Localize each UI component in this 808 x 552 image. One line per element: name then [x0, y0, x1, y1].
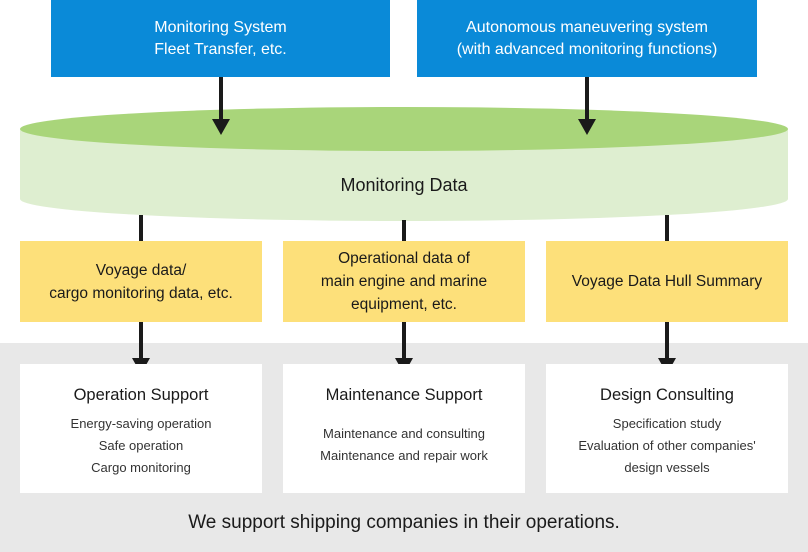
operation-support-item: Cargo monitoring — [91, 460, 191, 475]
design-consulting-items: Specification study Evaluation of other … — [546, 413, 788, 479]
design-consulting-item: Evaluation of other companies' — [578, 438, 756, 453]
arrow-line-design — [665, 322, 669, 358]
autonomous-system-line-2: (with advanced monitoring functions) — [456, 40, 718, 58]
connector-voyage — [139, 215, 143, 241]
operation-support-items: Energy-saving operation Safe operation C… — [20, 413, 262, 479]
monitoring-system-line-1: Monitoring System — [154, 18, 287, 36]
arrowhead-autonomous — [578, 119, 596, 135]
operational-data-box: Operational data of main engine and mari… — [283, 241, 525, 322]
arrow-line-maintenance — [402, 322, 406, 358]
voyage-data-line-1: Voyage data/ — [95, 261, 187, 279]
arrow-line-operation — [139, 322, 143, 358]
maintenance-support-box: Maintenance Support Maintenance and cons… — [283, 364, 525, 493]
arrow-line-autonomous — [585, 77, 589, 119]
monitoring-data-cylinder — [20, 107, 788, 221]
autonomous-system-line-1: Autonomous maneuvering system — [466, 18, 708, 36]
cylinder-top — [20, 107, 788, 151]
footer-statement: We support shipping companies in their o… — [188, 512, 620, 533]
voyage-data-line-2: cargo monitoring data, etc. — [49, 284, 233, 302]
hull-summary-box: Voyage Data Hull Summary — [546, 241, 788, 322]
cylinder-body — [20, 129, 788, 221]
maintenance-support-items: Maintenance and consulting Maintenance a… — [283, 423, 525, 467]
operation-support-box: Operation Support Energy-saving operatio… — [20, 364, 262, 493]
maintenance-support-item: Maintenance and repair work — [320, 448, 488, 463]
arrow-line-monitoring — [219, 77, 223, 119]
autonomous-system-box: Autonomous maneuvering system (with adva… — [417, 0, 757, 77]
operational-data-line-1: Operational data of — [338, 250, 470, 267]
operation-support-item: Energy-saving operation — [70, 416, 212, 431]
design-consulting-box: Design Consulting Specification study Ev… — [546, 364, 788, 493]
monitoring-data-label: Monitoring Data — [340, 175, 468, 195]
maintenance-support-item: Maintenance and consulting — [323, 426, 485, 441]
hull-summary-line-1: Voyage Data Hull Summary — [571, 273, 763, 290]
arrowhead-monitoring — [212, 119, 230, 135]
monitoring-system-line-2: Fleet Transfer, etc. — [154, 40, 287, 58]
voyage-data-box: Voyage data/ cargo monitoring data, etc. — [20, 241, 262, 322]
operational-data-line-2: main engine and marine — [320, 273, 488, 290]
design-consulting-item: Specification study — [612, 416, 722, 431]
operation-support-item: Safe operation — [98, 438, 184, 453]
operational-data-line-3: equipment, etc. — [351, 296, 457, 313]
monitoring-system-box: Monitoring System Fleet Transfer, etc. — [51, 0, 390, 77]
maintenance-support-title: Maintenance Support — [325, 386, 483, 404]
design-consulting-item: design vessels — [624, 460, 710, 475]
operation-support-title: Operation Support — [73, 386, 209, 404]
connector-hull — [665, 215, 669, 241]
design-consulting-title: Design Consulting — [600, 386, 734, 404]
connector-operational — [402, 220, 406, 241]
